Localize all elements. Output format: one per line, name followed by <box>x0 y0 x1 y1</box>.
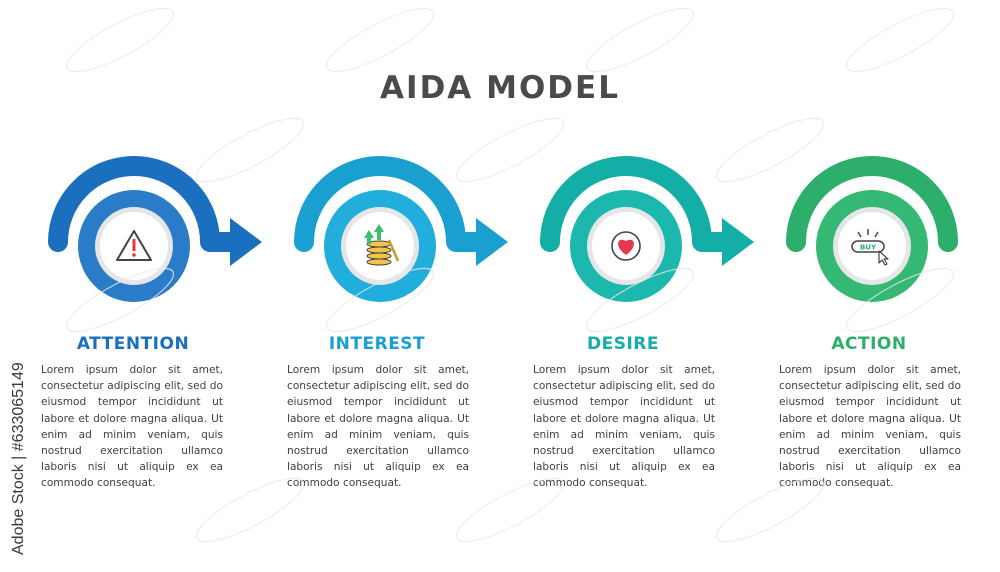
interest-arrowhead <box>476 218 508 266</box>
stock-stamp: Adobe Stock | #633065149 <box>10 362 27 555</box>
attention-step-graphic <box>48 156 262 302</box>
buy-label: BUY <box>860 244 877 252</box>
desire-arrowhead <box>722 218 754 266</box>
coins-growth-icon <box>364 224 400 266</box>
desire-step-graphic <box>540 156 754 302</box>
attention-heading: ATTENTION <box>76 334 190 354</box>
interest-heading: INTEREST <box>328 334 426 354</box>
heart-icon <box>611 231 641 261</box>
page-title: AIDA MODEL <box>380 70 620 106</box>
interest-step-graphic <box>294 156 508 302</box>
desire-heading: DESIRE <box>587 334 659 354</box>
attention-arrowhead <box>230 218 262 266</box>
buy-button-click-icon: BUY <box>851 229 889 266</box>
warning-triangle-icon <box>116 230 152 261</box>
action-heading: ACTION <box>831 334 907 354</box>
desire-description: Lorem ipsum dolor sit amet, consectetur … <box>533 364 715 490</box>
attention-description: Lorem ipsum dolor sit amet, consectetur … <box>41 364 223 490</box>
attention-arc <box>48 156 220 252</box>
action-step-graphic: BUY <box>786 156 958 302</box>
action-arc <box>786 156 958 252</box>
interest-arc <box>294 156 466 252</box>
desire-arc <box>540 156 712 252</box>
interest-description: Lorem ipsum dolor sit amet, consectetur … <box>287 364 469 490</box>
action-description: Lorem ipsum dolor sit amet, consectetur … <box>779 364 961 490</box>
